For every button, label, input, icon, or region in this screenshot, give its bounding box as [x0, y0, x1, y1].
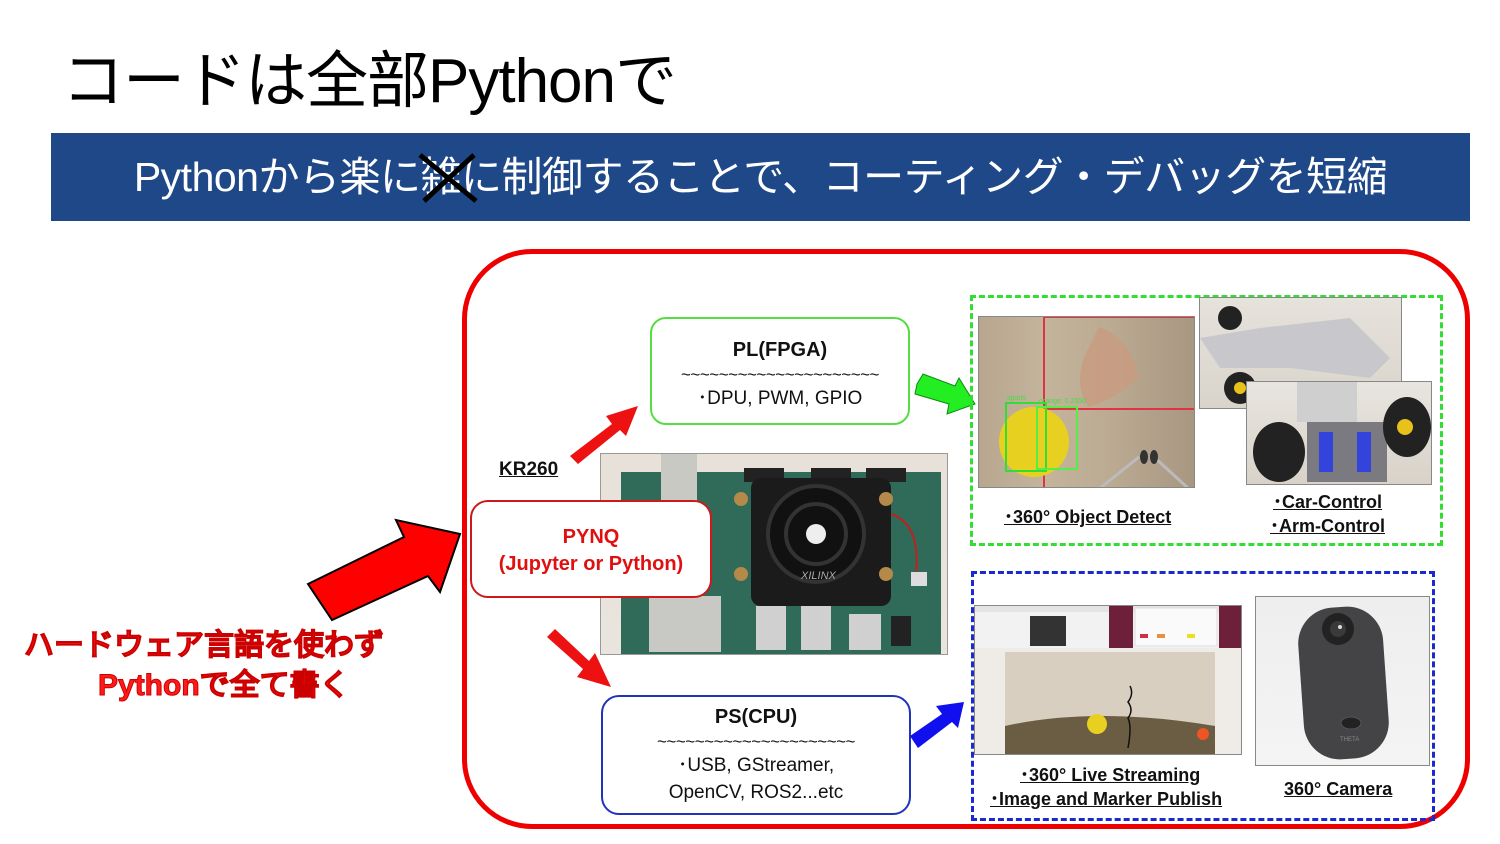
- red-arrow-to-pl-icon: [570, 406, 638, 464]
- left-caption: ハードウェア言語を使わず Pythonで全て書く: [24, 626, 385, 706]
- car-control-caption: ･Car-Control: [1273, 492, 1382, 512]
- pl-fpga-box: PL(FPGA) ~~~~~~~~~~~~~~~~~~~~~ ･DPU, PWM…: [650, 317, 910, 425]
- big-red-arrow-icon: [306, 518, 462, 622]
- ps-separator: ~~~~~~~~~~~~~~~~~~~~~: [657, 732, 855, 751]
- blue-arrow-icon: [910, 702, 964, 748]
- ps-items-line2: OpenCV, ROS2...etc: [668, 782, 844, 803]
- pl-title: PL(FPGA): [732, 339, 828, 361]
- ps-cpu-box: PS(CPU) ~~~~~~~~~~~~~~~~~~~~~ ･USB, GStr…: [601, 695, 911, 815]
- system-frame: [462, 249, 1470, 829]
- pl-separator: ~~~~~~~~~~~~~~~~~~~~~: [681, 365, 879, 384]
- car-robot-illustration: [1253, 382, 1431, 482]
- ps-items-line1: ･USB, GStreamer,: [677, 755, 835, 776]
- strike-x-mark: [418, 153, 479, 203]
- object-detect-caption: ･360° Object Detect: [1004, 507, 1172, 527]
- green-arrow-icon: [914, 373, 976, 415]
- pl-items: ･DPU, PWM, GPIO: [697, 388, 863, 409]
- pl-applications-group: [970, 295, 1443, 546]
- live-streaming-caption: ･360° Live Streaming: [1020, 765, 1201, 785]
- left-caption-line2: Pythonで全て書く: [98, 669, 351, 703]
- red-arrow-to-ps-icon: [547, 629, 611, 687]
- live-streaming-illustration: [975, 606, 1241, 754]
- banner-text-before: Pythonから楽に: [133, 154, 421, 200]
- theta-camera-photo: THETA: [1255, 596, 1430, 766]
- pynq-subtitle: (Jupyter or Python): [498, 553, 684, 575]
- arm-robot-photo: [1199, 297, 1402, 409]
- object-detect-photo: sports orange: 0.2550: [978, 316, 1195, 488]
- banner-text: Pythonから楽に雑に制御することで、コーティング・デバッグを短縮: [51, 149, 1470, 205]
- kr260-label: KR260: [499, 459, 559, 480]
- ps-title: PS(CPU): [714, 706, 798, 728]
- detect-label-2: orange: 0.2550: [1039, 398, 1086, 405]
- subtitle-banner: Pythonから楽に雑に制御することで、コーティング・デバッグを短縮: [51, 133, 1470, 221]
- camera-caption: 360° Camera: [1284, 779, 1393, 799]
- car-robot-photo: [1246, 381, 1432, 485]
- board-brand-text: XILINX: [800, 570, 837, 582]
- theta-camera-illustration: THETA: [1298, 606, 1389, 760]
- slide-title: コードは全部Pythonで: [62, 47, 677, 116]
- banner-text-after: 制御することで、コーティング・デバッグを短縮: [501, 154, 1388, 200]
- arm-robot-illustration: [1200, 306, 1390, 404]
- live-streaming-screenshot: [974, 605, 1242, 755]
- arm-control-caption: ･Arm-Control: [1270, 516, 1385, 536]
- ps-applications-group: [971, 571, 1435, 821]
- left-caption-line1: ハードウェア言語を使わず: [24, 629, 385, 663]
- pynq-title: PYNQ: [562, 526, 620, 548]
- image-marker-publish-caption: ･Image and Marker Publish: [990, 789, 1223, 809]
- camera-brand-text: THETA: [1340, 737, 1359, 743]
- object-detect-illustration: sports orange: 0.2550: [999, 317, 1194, 487]
- pynq-box: PYNQ (Jupyter or Python): [470, 500, 712, 598]
- detect-label-1: sports: [1007, 395, 1027, 402]
- struck-word: 雑に: [418, 149, 502, 205]
